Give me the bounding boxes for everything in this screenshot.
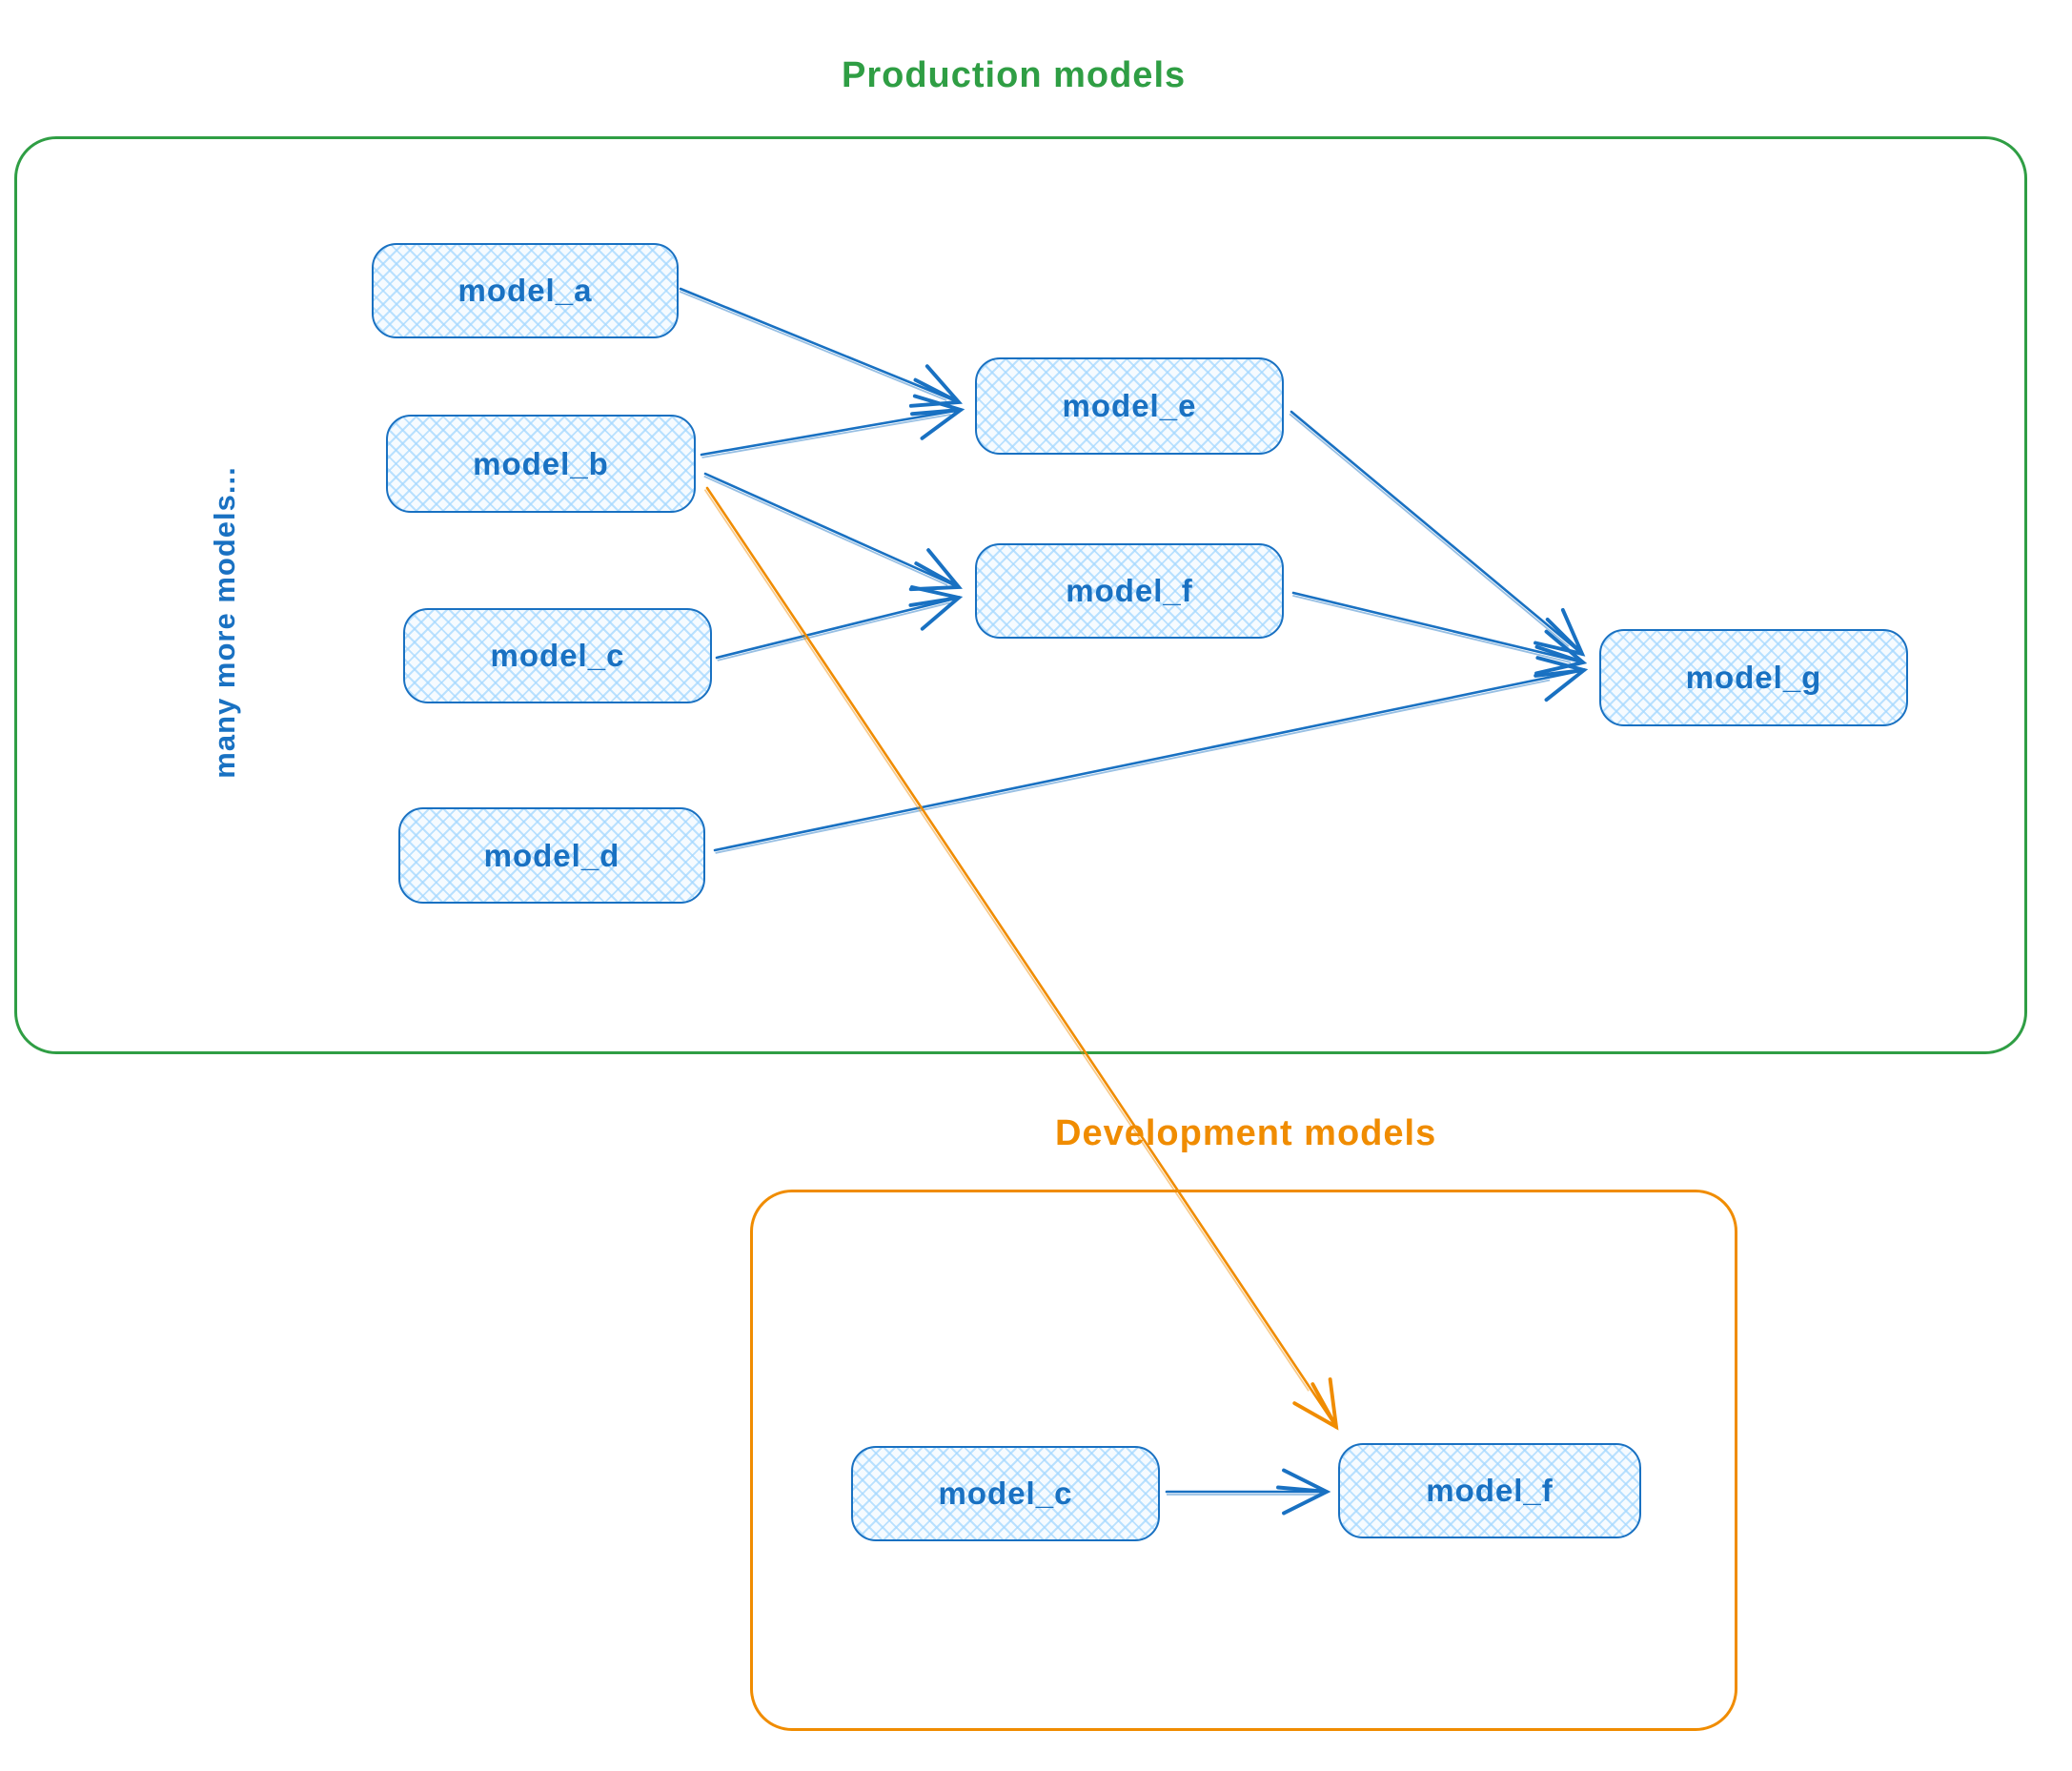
node-model_f[interactable]: model_f	[975, 543, 1284, 639]
node-model_g[interactable]: model_g	[1599, 629, 1908, 726]
node-model_d[interactable]: model_d	[398, 807, 705, 904]
node-model_c[interactable]: model_c	[403, 608, 712, 703]
many-more-models-label[interactable]: many more models...	[208, 466, 241, 779]
node-label: model_c	[938, 1476, 1073, 1511]
node-label: model_d	[483, 837, 620, 873]
node-label: model_e	[1062, 388, 1197, 423]
node-label: model_a	[457, 273, 593, 308]
node-model_e[interactable]: model_e	[975, 357, 1284, 455]
node-label: model_b	[473, 445, 609, 481]
node-label: model_f	[1066, 573, 1193, 608]
node-label: model_f	[1426, 1473, 1554, 1508]
node-model_b[interactable]: model_b	[386, 415, 696, 513]
node-dev_model_f[interactable]: model_f	[1338, 1443, 1641, 1538]
node-label: model_c	[490, 638, 625, 673]
production-title[interactable]: Production models	[842, 55, 1187, 95]
node-label: model_g	[1685, 660, 1822, 695]
node-dev_model_c[interactable]: model_c	[851, 1446, 1160, 1541]
node-model_a[interactable]: model_a	[372, 243, 679, 338]
development-title[interactable]: Development models	[1055, 1113, 1437, 1153]
